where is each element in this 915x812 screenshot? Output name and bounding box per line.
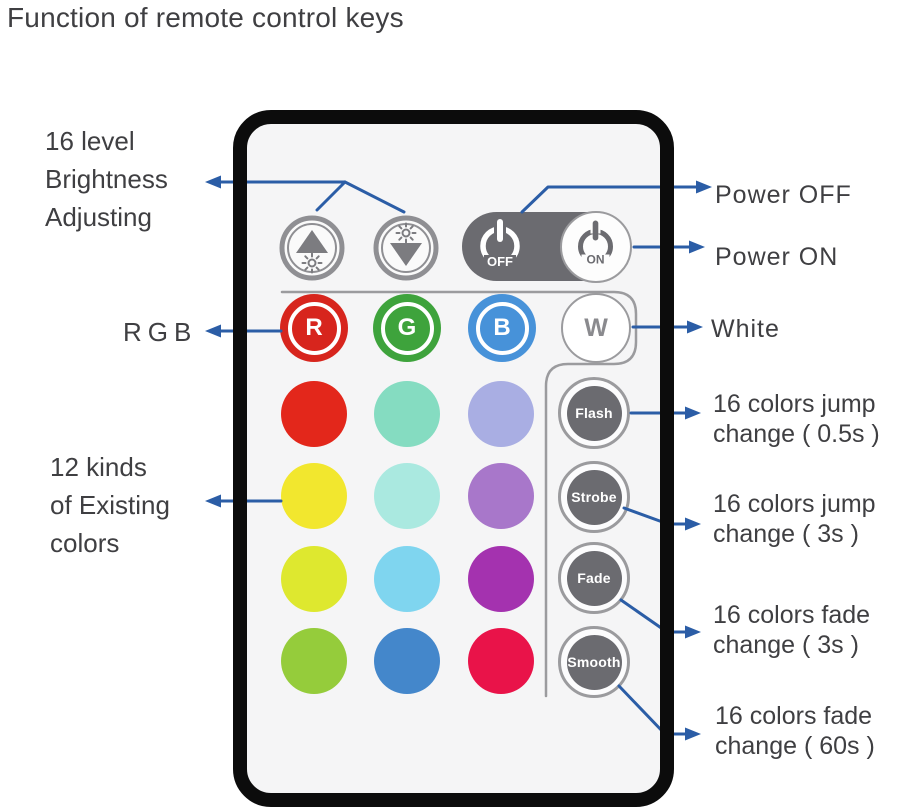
preset-color-key xyxy=(281,381,347,447)
strobe-key-label: Strobe xyxy=(566,469,622,525)
label-fade-60s-line: change ( 60s ) xyxy=(715,732,875,760)
page-title: Function of remote control keys xyxy=(7,2,404,33)
label-white: White xyxy=(711,314,780,344)
blue-key: B xyxy=(468,294,536,362)
brightness-up-button xyxy=(276,212,348,289)
white-key-label: W xyxy=(584,313,608,342)
label-existing-colors-line: colors xyxy=(50,528,120,558)
panel-outline xyxy=(280,290,638,698)
power-off-icon: OFF xyxy=(480,219,520,269)
label-power-off: Power OFF xyxy=(715,180,852,210)
preset-color-key xyxy=(468,463,534,529)
label-rgb-line: RGB xyxy=(123,317,198,347)
blue-key-label: B xyxy=(493,314,511,341)
label-jump-05s-line: change ( 0.5s ) xyxy=(713,420,880,448)
power-on-button: ON xyxy=(560,211,632,283)
label-jump-3s-line: 16 colors jump xyxy=(713,490,876,518)
label-power-on: Power ON xyxy=(715,242,838,272)
label-brightness-line: 16 level xyxy=(45,126,135,156)
red-key-ring: R xyxy=(287,301,341,355)
preset-color-key xyxy=(468,381,534,447)
brightness-up-icon xyxy=(279,215,345,281)
label-fade-3s-line: 16 colors fade xyxy=(713,601,871,629)
smooth-key-label: Smooth xyxy=(566,634,622,690)
preset-color-key xyxy=(374,546,440,612)
preset-color-key xyxy=(374,463,440,529)
smooth-key: Smooth xyxy=(558,626,630,698)
green-key: G xyxy=(373,294,441,362)
label-brightness-line: Adjusting xyxy=(45,202,152,232)
red-key-label: R xyxy=(305,314,323,341)
preset-color-key xyxy=(281,463,347,529)
label-fade-60s-line: 16 colors fade xyxy=(715,702,873,730)
power-on-icon: ON xyxy=(578,220,613,267)
strobe-key: Strobe xyxy=(558,461,630,533)
label-rgb: RGB xyxy=(123,317,197,348)
green-key-ring: G xyxy=(380,301,434,355)
fade-key-label: Fade xyxy=(566,550,622,606)
preset-color-key xyxy=(281,546,347,612)
label-jump-3s: 16 colors jump change ( 3s ) xyxy=(713,489,876,549)
power-off-label: OFF xyxy=(487,254,513,269)
brightness-down-icon xyxy=(373,215,439,281)
flash-key-label: Flash xyxy=(566,385,622,441)
label-fade-60s: 16 colors fade change ( 60s ) xyxy=(715,701,875,761)
green-key-label: G xyxy=(397,314,417,341)
blue-key-ring: B xyxy=(475,301,529,355)
preset-color-key xyxy=(468,546,534,612)
flash-key: Flash xyxy=(558,377,630,449)
power-on-label: ON xyxy=(587,253,605,267)
label-power-off-line: Power OFF xyxy=(715,181,852,209)
fade-key: Fade xyxy=(558,542,630,614)
label-brightness: 16 level Brightness Adjusting xyxy=(45,122,168,236)
label-fade-3s: 16 colors fade change ( 3s ) xyxy=(713,600,870,660)
label-existing-colors: 12 kinds of Existing colors xyxy=(50,448,170,562)
remote-control: OFF ON R G B xyxy=(233,110,674,807)
preset-color-key xyxy=(374,381,440,447)
preset-color-key xyxy=(374,628,440,694)
preset-color-key xyxy=(281,628,347,694)
label-existing-colors-line: 12 kinds xyxy=(50,452,147,482)
red-key: R xyxy=(280,294,348,362)
white-key: W xyxy=(561,293,631,363)
brightness-down-button xyxy=(370,212,442,289)
label-white-line: White xyxy=(711,315,780,343)
label-existing-colors-line: of Existing xyxy=(50,490,170,520)
label-jump-05s-line: 16 colors jump xyxy=(713,390,876,418)
label-jump-3s-line: change ( 3s ) xyxy=(713,520,859,548)
label-brightness-line: Brightness xyxy=(45,164,168,194)
preset-color-key xyxy=(468,628,534,694)
label-fade-3s-line: change ( 3s ) xyxy=(713,631,859,659)
label-jump-05s: 16 colors jump change ( 0.5s ) xyxy=(713,389,880,449)
label-power-on-line: Power ON xyxy=(715,243,839,271)
